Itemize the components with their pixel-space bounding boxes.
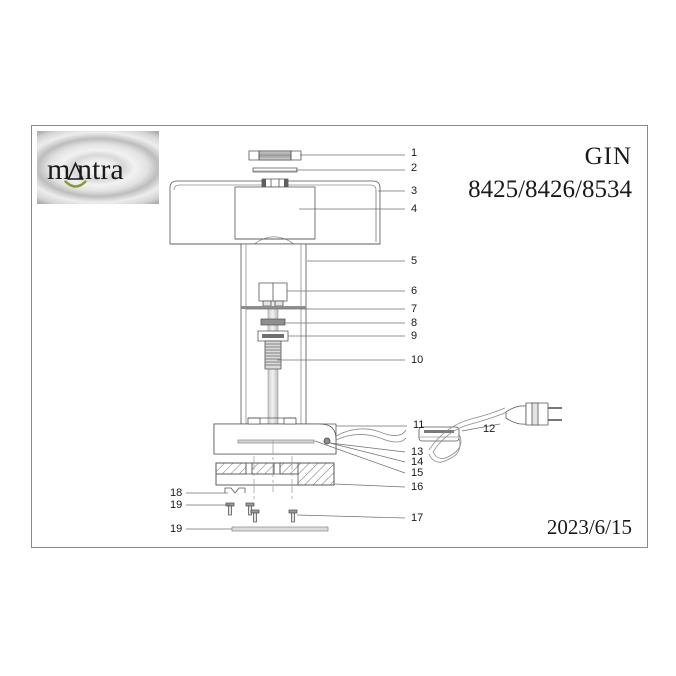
logo-text-left: m (47, 153, 70, 186)
drawing-date: 2023/6/15 (546, 515, 632, 539)
callout-14: 14 (411, 456, 424, 468)
callout-6: 6 (411, 285, 418, 297)
brand-logo: m ntra (37, 131, 159, 204)
callout-13: 13 (411, 446, 424, 458)
page-title-codes: 8425/8426/8534 (468, 176, 632, 203)
logo-artwork: m ntra (47, 153, 124, 188)
callout-12: 12 (483, 423, 496, 435)
page-title-model: GIN (584, 143, 632, 170)
callout-3: 3 (411, 185, 418, 197)
callout-1: 1 (411, 147, 418, 159)
callout-19: 19 (170, 499, 183, 511)
callout-18: 18 (170, 487, 183, 499)
logo-text-right: ntra (77, 153, 124, 186)
callout-9: 9 (411, 330, 418, 342)
callout-8: 8 (411, 317, 418, 329)
callout-19b: 19 (170, 523, 183, 535)
callout-11: 11 (413, 419, 425, 431)
callout-5: 5 (411, 255, 418, 267)
callout-10: 10 (411, 354, 424, 366)
callout-7: 7 (411, 303, 418, 315)
callout-15: 15 (411, 467, 424, 479)
logo-swoosh-icon (64, 180, 87, 188)
callout-4: 4 (411, 203, 418, 215)
callout-16: 16 (411, 481, 424, 493)
callout-2: 2 (411, 162, 418, 174)
logo-triangle-a-icon (67, 161, 84, 180)
callout-17: 17 (411, 512, 424, 524)
